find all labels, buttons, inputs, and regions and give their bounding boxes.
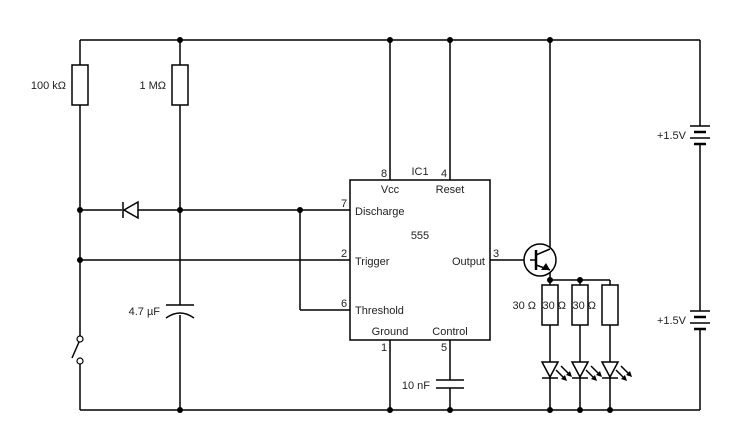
wires: [79, 39, 701, 411]
ic-555: IC1 555 8 Vcc 4 Reset 7 Discharge 2 Trig…: [341, 166, 499, 354]
led-1: [540, 361, 572, 381]
pin-vcc-name: Vcc: [381, 184, 400, 196]
resistor-r2: 1 MΩ: [139, 64, 189, 106]
pin-reset-name: Reset: [436, 184, 465, 196]
switch: [71, 335, 84, 365]
pin-control-number: 5: [441, 342, 447, 354]
pin-discharge-name: Discharge: [355, 206, 405, 218]
npn-transistor: [523, 243, 557, 277]
led-r1-label: 30 Ω: [512, 300, 536, 312]
led-r3-label: 30 Ω: [572, 300, 596, 312]
pin-discharge-number: 7: [341, 198, 347, 210]
capacitor-c1: 4.7 µF: [129, 304, 195, 319]
capacitor-c2: 10 nF: [402, 379, 464, 392]
pin-threshold-number: 6: [341, 298, 347, 310]
pin-vcc-number: 8: [381, 168, 387, 180]
diode: [122, 200, 139, 220]
battery-top-label: +1.5V: [657, 130, 687, 142]
led-resistor-1: 30 Ω: [512, 284, 559, 326]
pin-output-number: 3: [493, 248, 499, 260]
pin-reset-number: 4: [441, 168, 447, 180]
led-resistor-3: 30 Ω: [572, 284, 619, 326]
led-3: [600, 361, 632, 381]
pin-ground-name: Ground: [372, 326, 409, 338]
ic-ref-label: IC1: [411, 166, 428, 178]
resistor-r1: 100 kΩ: [31, 64, 89, 106]
led-r2-label: 30 Ω: [542, 300, 566, 312]
c2-label: 10 nF: [402, 380, 430, 392]
battery-bottom-label: +1.5V: [657, 315, 687, 327]
pin-threshold-name: Threshold: [355, 305, 404, 317]
battery-bottom: +1.5V: [657, 310, 710, 331]
r2-label: 1 MΩ: [139, 80, 166, 92]
r1-label: 100 kΩ: [31, 80, 66, 92]
led-resistor-2: 30 Ω: [542, 284, 589, 326]
ic-type-label: 555: [411, 230, 429, 242]
battery-top: +1.5V: [657, 125, 710, 146]
pin-trigger-number: 2: [341, 248, 347, 260]
pin-control-name: Control: [432, 326, 467, 338]
pin-ground-number: 1: [381, 342, 387, 354]
c1-label: 4.7 µF: [129, 306, 161, 318]
junction-dots: [77, 37, 613, 413]
pin-trigger-name: Trigger: [355, 256, 390, 268]
pin-output-name: Output: [452, 256, 485, 268]
led-2: [570, 361, 602, 381]
